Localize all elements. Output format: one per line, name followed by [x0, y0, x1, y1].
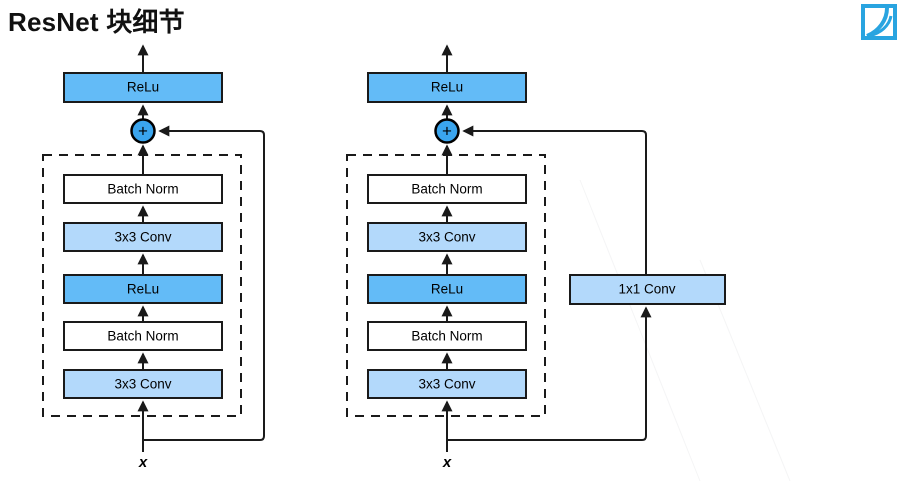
block-right-3-rect[interactable] [367, 222, 527, 252]
block-right-1-label: Batch Norm [411, 329, 482, 344]
watermark-lines [579, 179, 791, 481]
block-right-2-label: ReLu [431, 282, 463, 297]
block-right-4-rect[interactable] [367, 174, 527, 204]
output-relu-left-rect[interactable] [63, 72, 223, 103]
block-left-3-rect[interactable] [63, 222, 223, 252]
block-left-0-label: 3x3 Conv [114, 377, 171, 392]
block-right-2[interactable]: ReLu [367, 274, 527, 304]
residual-block-identity: 3x3 Conv Batch Norm ReLu 3x3 Conv Batch … [42, 44, 265, 471]
block-left-1-label: Batch Norm [107, 329, 178, 344]
block-left-3[interactable]: 3x3 Conv [63, 222, 223, 252]
output-relu-right[interactable]: ReLu [367, 72, 527, 103]
block-left-0[interactable]: 3x3 Conv [63, 369, 223, 399]
residual-block-1x1conv: 3x3 Conv Batch Norm ReLu 3x3 Conv Batch … [346, 44, 726, 471]
addition-node-right-symbol: + [442, 121, 452, 140]
block-left-4[interactable]: Batch Norm [63, 174, 223, 204]
block-left-1[interactable]: Batch Norm [63, 321, 223, 351]
block-left-2-label: ReLu [127, 282, 159, 297]
block-right-4-label: Batch Norm [411, 182, 482, 197]
block-right-3[interactable]: 3x3 Conv [367, 222, 527, 252]
input-label-right: x [442, 454, 452, 471]
block-left-4-rect[interactable] [63, 174, 223, 204]
page-title: ResNet 块细节 [8, 7, 185, 37]
block-left-4-label: Batch Norm [107, 182, 178, 197]
addition-node-right[interactable]: + [434, 118, 460, 144]
block-left-1-rect[interactable] [63, 321, 223, 351]
block-right-2-rect[interactable] [367, 274, 527, 304]
block-left-2-rect[interactable] [63, 274, 223, 304]
shortcut-conv-block[interactable]: 1x1 Conv [569, 274, 726, 305]
shortcut-into-1x1conv [447, 306, 652, 441]
shortcut-from-1x1conv-to-add [462, 125, 647, 275]
addition-node-left-circle[interactable] [130, 118, 156, 144]
addition-node-left[interactable]: + [130, 118, 156, 144]
block-right-1[interactable]: Batch Norm [367, 321, 527, 351]
output-relu-left[interactable]: ReLu [63, 72, 223, 103]
block-right-1-rect[interactable] [367, 321, 527, 351]
input-label-left: x [138, 454, 148, 471]
output-relu-right-label: ReLu [431, 80, 463, 95]
addition-node-right-circle[interactable] [434, 118, 460, 144]
block-left-0-rect[interactable] [63, 369, 223, 399]
block-left-3-label: 3x3 Conv [114, 230, 171, 245]
block-right-0-label: 3x3 Conv [418, 377, 475, 392]
shortcut-conv-block-label: 1x1 Conv [618, 282, 675, 297]
block-right-0[interactable]: 3x3 Conv [367, 369, 527, 399]
addition-node-left-symbol: + [138, 121, 148, 140]
block-left-2[interactable]: ReLu [63, 274, 223, 304]
output-relu-left-label: ReLu [127, 80, 159, 95]
output-relu-right-rect[interactable] [367, 72, 527, 103]
block-right-0-rect[interactable] [367, 369, 527, 399]
identity-shortcut-path-left [143, 125, 265, 441]
block-right-3-label: 3x3 Conv [418, 230, 475, 245]
block-right-4[interactable]: Batch Norm [367, 174, 527, 204]
d2l-logo-icon [861, 4, 897, 40]
shortcut-conv-block-rect[interactable] [569, 274, 726, 305]
